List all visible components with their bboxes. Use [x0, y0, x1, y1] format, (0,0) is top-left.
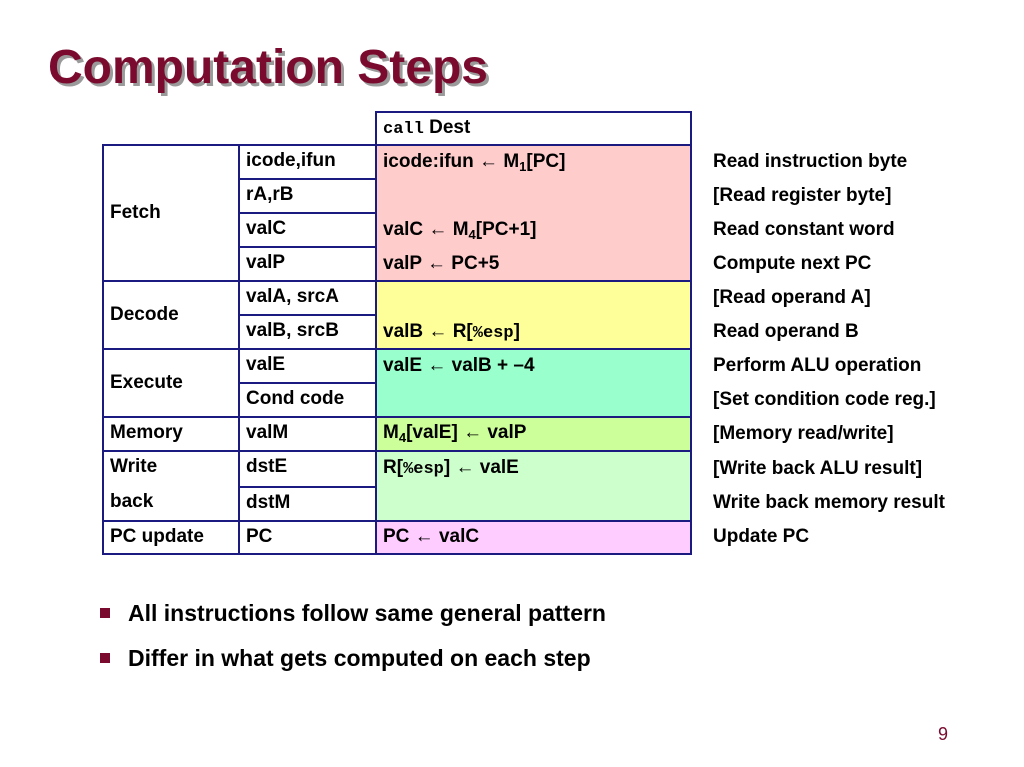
field-vala: valA, srcA [238, 280, 377, 316]
op-decode-valb: valB ← R[%esp] [383, 321, 520, 343]
field-valp: valP [238, 246, 377, 282]
header-operand: Dest [429, 117, 471, 138]
op-execute-vale: valE ← valB + –4 [383, 355, 535, 376]
ops-pc-block: PC ← valC [375, 520, 692, 555]
stage-memory: Memory [102, 416, 240, 452]
stage-fetch: Fetch [102, 144, 240, 282]
header-instr: call [383, 120, 424, 139]
bullet-list: All instructions follow same general pat… [100, 596, 606, 686]
table-header: call Dest [375, 111, 692, 146]
field-vale: valE [238, 348, 377, 384]
stage-write-back: Write back [102, 450, 240, 522]
field-dstm: dstM [238, 486, 377, 522]
desc-read-register: [Read register byte] [713, 185, 892, 206]
slide-title: Computation Steps [48, 41, 488, 94]
desc-write-memory: Write back memory result [713, 492, 945, 513]
desc-read-operand-b: Read operand B [713, 321, 859, 342]
bullet-square-icon [100, 608, 110, 618]
op-fetch-valc: valC ← M4[PC+1] [383, 219, 537, 242]
ops-fetch-block: icode:ifun ← M1[PC] valC ← M4[PC+1] valP… [375, 144, 692, 282]
desc-write-alu: [Write back ALU result] [713, 458, 923, 479]
field-rarb: rA,rB [238, 178, 377, 214]
desc-read-operand-a: [Read operand A] [713, 287, 871, 308]
desc-read-instruction: Read instruction byte [713, 151, 908, 172]
bullet-item: All instructions follow same general pat… [100, 596, 606, 641]
page-number: 9 [938, 724, 949, 744]
desc-alu-operation: Perform ALU operation [713, 355, 922, 376]
op-fetch-valp: valP ← PC+5 [383, 253, 500, 274]
stage-execute: Execute [102, 348, 240, 418]
desc-update-pc: Update PC [713, 526, 810, 547]
field-cc: Cond code [238, 382, 377, 418]
field-dste: dstE [238, 450, 377, 488]
field-pc: PC [238, 520, 377, 555]
field-valc: valC [238, 212, 377, 248]
stage-write-line1: Write [110, 456, 158, 477]
field-icode: icode,ifun [238, 144, 377, 180]
bullet-item: Differ in what gets computed on each ste… [100, 641, 606, 686]
ops-execute-block: valE ← valB + –4 [375, 348, 692, 418]
ops-decode-block: valB ← R[%esp] [375, 280, 692, 350]
stage-pc-update: PC update [102, 520, 240, 555]
desc-compute-next-pc: Compute next PC [713, 253, 872, 274]
op-write-dste: R[%esp] ← valE [383, 457, 519, 479]
field-valb: valB, srcB [238, 314, 377, 350]
desc-memory-rw: [Memory read/write] [713, 423, 894, 444]
ops-memory-block: M4[valE] ← valP [375, 416, 692, 452]
ops-writeback-block: R[%esp] ← valE [375, 450, 692, 522]
desc-condition-code: [Set condition code reg.] [713, 389, 936, 410]
bullet-square-icon [100, 653, 110, 663]
field-valm: valM [238, 416, 377, 452]
stage-write-line2: back [110, 491, 154, 512]
op-fetch-icode: icode:ifun ← M1[PC] [383, 151, 566, 174]
desc-read-constant: Read constant word [713, 219, 895, 240]
stage-decode: Decode [102, 280, 240, 350]
